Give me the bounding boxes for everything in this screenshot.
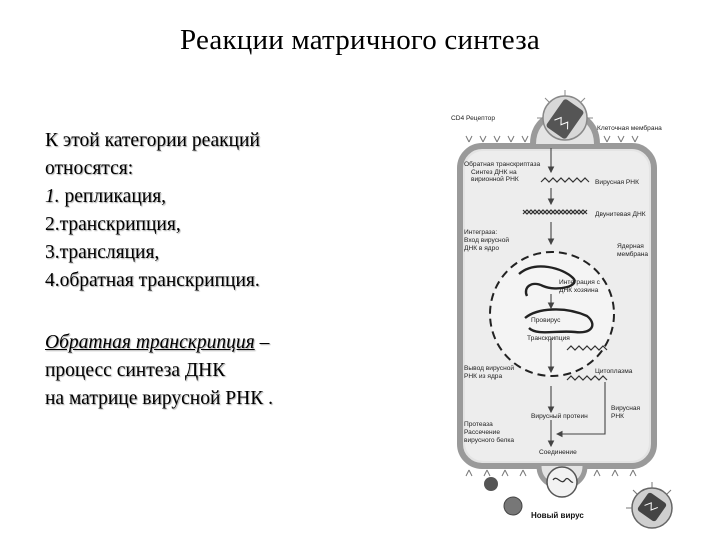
- label-nuclear-1: Ядерная: [617, 243, 644, 250]
- nucleus: [489, 251, 615, 377]
- list-item-translation: 3.трансляция,: [45, 242, 160, 263]
- definition-dash: –: [254, 332, 270, 353]
- list-item-transcription: 2.транскрипция,: [45, 214, 181, 235]
- transcribed-rna: [566, 345, 608, 351]
- label-dsdna: Двунитевая ДНК: [595, 211, 646, 218]
- list-item-replication: 1. репликация,: [45, 183, 405, 211]
- item-text: репликация,: [59, 186, 167, 207]
- label-rt-1: Обратная транскриптаза: [464, 160, 540, 168]
- dsdna-strand-1: [522, 209, 588, 215]
- item-number: 1.: [45, 186, 60, 207]
- viral-rna-strand: [540, 177, 590, 183]
- flow-arrows: [547, 148, 606, 448]
- budding-virus-icon: [546, 466, 578, 498]
- label-provirus: Провирус: [531, 317, 561, 324]
- hiv-lifecycle-diagram: CD4 Рецептор Клеточная мембрана Обратная…: [447, 82, 705, 534]
- label-rt-2: Синтез ДНК на: [471, 169, 517, 176]
- label-viral-protein: Вирусный протеин: [531, 412, 588, 420]
- immature-particle-icon: [484, 477, 498, 491]
- label-integration-1: Интеграция с: [559, 279, 601, 286]
- provirus-dna: [524, 308, 594, 334]
- dsdna-strand-2: [522, 209, 588, 215]
- definition-line-2: процесс синтеза ДНК: [45, 360, 226, 381]
- definition-line-1: Обратная транскрипция –: [45, 329, 405, 357]
- label-integration-2: ДНК хозяина: [559, 287, 599, 294]
- label-protease-1: Протеаза: [464, 421, 493, 428]
- label-viral-rna2-2: РНК: [611, 413, 624, 420]
- label-cd4: CD4 Рецептор: [451, 115, 495, 122]
- definition-line-3: на матрице вирусной РНК .: [45, 388, 273, 409]
- diagram-svg: CD4 Рецептор Клеточная мембрана Обратная…: [451, 90, 673, 529]
- label-export-1: Вывод вирусной: [464, 364, 514, 372]
- new-virus-icon: [626, 482, 673, 529]
- label-rt-3: вирионной РНК: [471, 175, 519, 183]
- host-dna: [518, 265, 576, 297]
- intro-line-1: К этой категории реакций: [45, 130, 260, 151]
- label-export-2: РНК из ядра: [464, 373, 502, 380]
- label-transcription: Транскрипция: [527, 335, 570, 342]
- entering-virus-icon: [530, 90, 600, 145]
- intro-line-2: относятся:: [45, 158, 134, 179]
- label-nuclear-2: мембрана: [617, 250, 648, 258]
- label-protease-2: Рассечение: [464, 429, 500, 436]
- label-assembly: Соединение: [539, 449, 577, 456]
- spacer: [45, 295, 405, 329]
- label-cytoplasm: Цитоплазма: [595, 368, 633, 375]
- label-viral-rna: Вирусная РНК: [595, 179, 639, 186]
- text-block: К этой категории реакций относятся: 1. р…: [45, 127, 405, 413]
- label-protease-3: вирусного белка: [464, 436, 514, 444]
- budding-particle-icon: [503, 496, 523, 516]
- label-membrane: Клеточная мембрана: [597, 124, 662, 132]
- label-integrase-1: Интеграза:: [464, 229, 497, 236]
- list-item-reverse-transcription: 4.обратная транскрипция.: [45, 270, 260, 291]
- exported-rna: [566, 375, 608, 381]
- label-viral-rna2-1: Вирусная: [611, 405, 641, 412]
- slide-title: Реакции матричного синтеза: [180, 24, 540, 56]
- label-new-virus: Новый вирус: [531, 511, 584, 520]
- label-integrase-2: Вход вирусной: [464, 236, 509, 244]
- label-integrase-3: ДНК в ядро: [464, 245, 499, 252]
- definition-term: Обратная транскрипция: [45, 332, 255, 353]
